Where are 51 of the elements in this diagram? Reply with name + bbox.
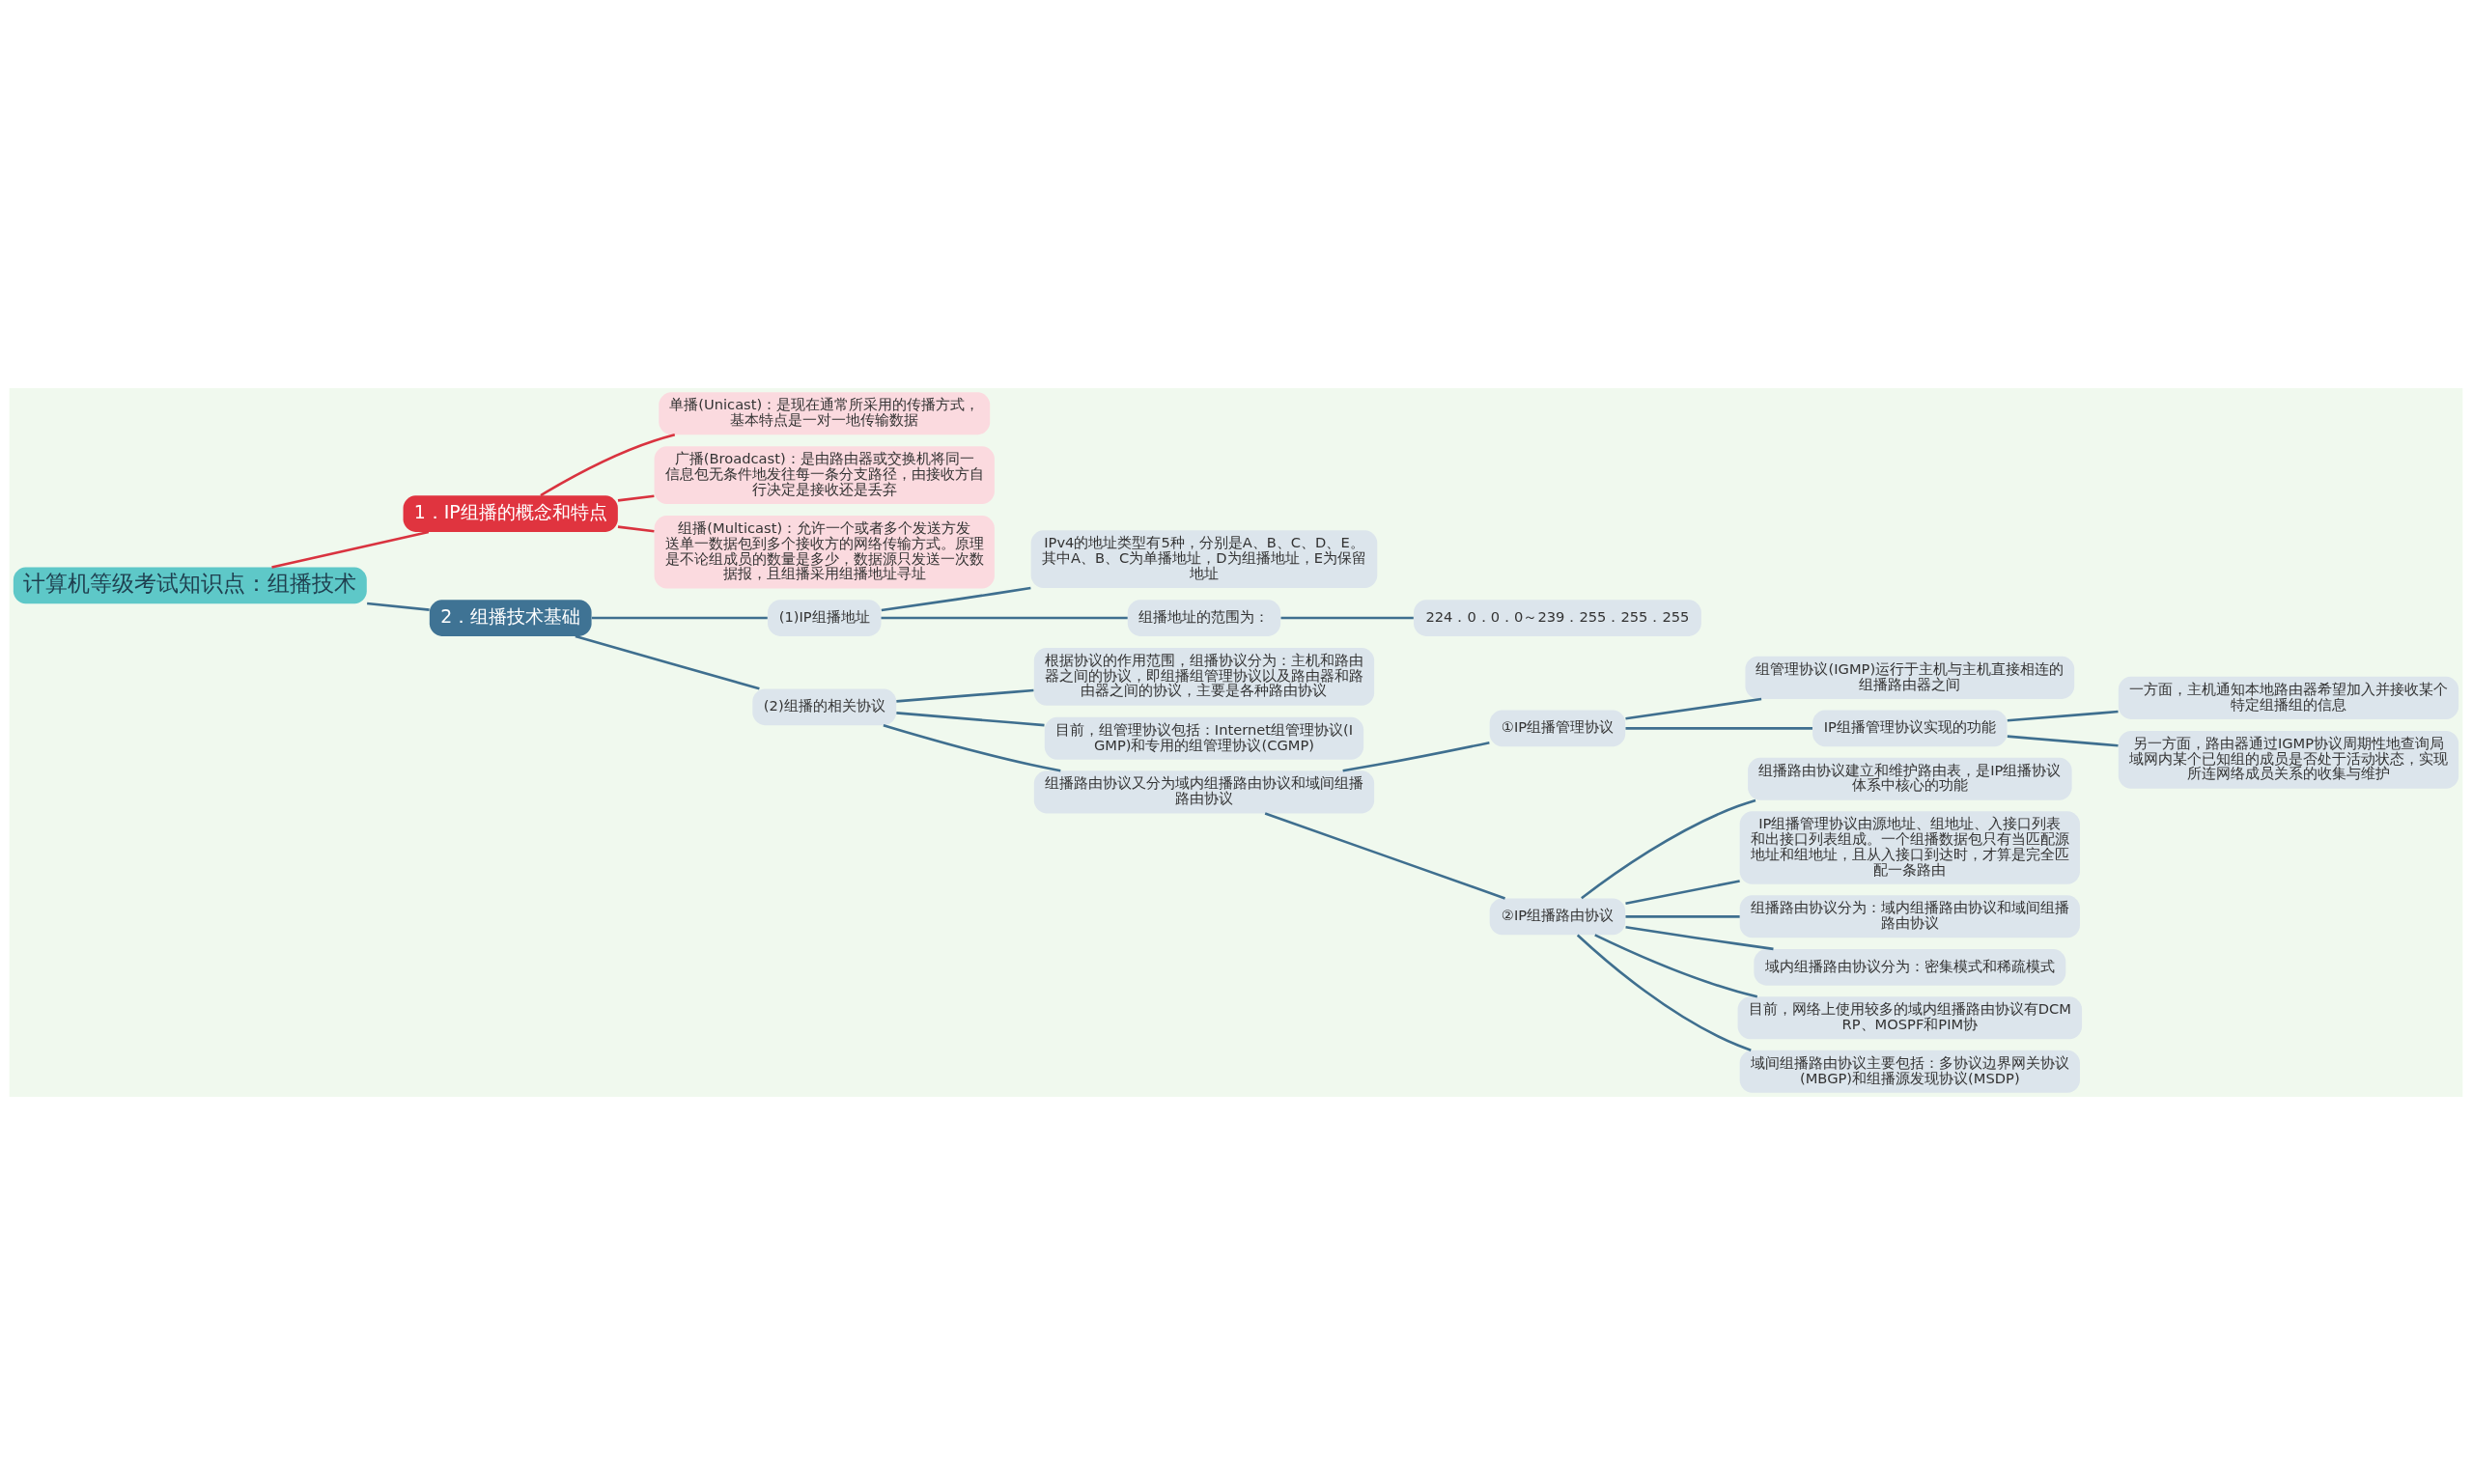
node-box: 一方面，主机通知本地路由器希望加入并接收某个特定组播组的信息 [2118, 676, 2459, 719]
connector [1342, 741, 1490, 772]
connector [881, 616, 1128, 619]
node-box: (2)组播的相关协议 [752, 687, 897, 725]
connector [1625, 697, 1762, 720]
connector [1625, 879, 1740, 905]
connector [881, 586, 1031, 611]
connector [591, 616, 768, 619]
node-box: ②IP组播路由协议 [1489, 898, 1626, 935]
connector [2007, 734, 2119, 746]
node-box: 2．组播技术基础 [429, 599, 592, 636]
connector [575, 634, 760, 690]
connector [896, 711, 1045, 726]
node-box: 目前，组管理协议包括：Internet组管理协议(IGMP)和专用的组管理协议(CGMP) [1044, 716, 1364, 760]
connector [1594, 933, 1758, 997]
node-box: 计算机等级考试知识点：组播技术 [13, 567, 367, 603]
connector [2007, 710, 2119, 722]
node-box: 组播路由协议分为：域内组播路由协议和域间组播路由协议 [1739, 894, 2080, 938]
connector [367, 602, 430, 611]
connector [540, 433, 676, 496]
connector [1625, 726, 1812, 730]
connector [1576, 934, 1752, 1051]
node-box: 根据协议的作用范围，组播协议分为：主机和路由器之间的协议，即组播组管理协议以及路由器和路由器之间的协议，主要是各种路由协议 [1033, 647, 1375, 706]
connector [1625, 914, 1740, 918]
node-box: 组管理协议(IGMP)运行于主机与主机直接相连的组播路由器之间 [1745, 656, 2075, 699]
node-box: 组播(Multicast)：允许一个或者多个发送方发送单一数据包到多个接收方的网络传输方式。原理是不论组成员的数量是多少，数据源只发送一次数据报，且组播采用组播地址寻址 [654, 515, 995, 589]
node-box: IPv4的地址类型有5种，分别是A、B、C、D、E。其中A、B、C为单播地址，D为组播地址，E为保留地址 [1030, 529, 1378, 588]
connector [617, 524, 655, 533]
node-box: 单播(Unicast)：是现在通常所采用的传播方式，基本特点是一对一地传输数据 [659, 391, 991, 434]
node-box: 目前，网络上使用较多的域内组播路由协议有DCMRP、MOSPF和PIM协 [1737, 995, 2083, 1039]
connector [883, 723, 1061, 772]
node-box: ①IP组播管理协议 [1489, 709, 1626, 746]
node-box: (1)IP组播地址 [768, 599, 882, 636]
node-box: 224．0．0．0～239．255．255．255 [1414, 599, 1701, 636]
node-box: 1．IP组播的概念和特点 [403, 494, 618, 532]
connector [896, 688, 1034, 703]
node-box: IP组播管理协议实现的功能 [1812, 709, 2008, 746]
connector [617, 494, 655, 502]
node-box: 组播地址的范围为： [1127, 599, 1281, 636]
connector [1625, 925, 1774, 950]
connector [271, 530, 430, 569]
node-box: IP组播管理协议由源地址、组地址、入接口列表和出接口列表组成。一个组播数据包只有当匹配源地址和组地址，且从入接口到达时，才算是完全匹配一条路由 [1739, 810, 2080, 884]
node-box: 域内组播路由协议分为：密集模式和稀疏模式 [1754, 948, 2066, 986]
connector [1581, 798, 1756, 899]
node-box: 另一方面，路由器通过IGMP协议周期性地查询局域网内某个已知组的成员是否处于活动状态，实现所连网络成员关系的收集与维护 [2118, 730, 2459, 789]
connector [1280, 616, 1414, 619]
connector [1264, 811, 1505, 900]
node-box: 广播(Broadcast)：是由路由器或交换机将同一信息包无条件地发往每一条分支路径，由接收方自行决定是接收还是丢弃 [654, 445, 995, 504]
node-box: 组播路由协议又分为域内组播路由协议和域间组播路由协议 [1033, 770, 1375, 813]
node-box: 域间组播路由协议主要包括：多协议边界网关协议(MBGP)和组播源发现协议(MSDP) [1739, 1050, 2080, 1093]
node-box: 组播路由协议建立和维护路由表，是IP组播协议体系中核心的功能 [1748, 757, 2072, 800]
